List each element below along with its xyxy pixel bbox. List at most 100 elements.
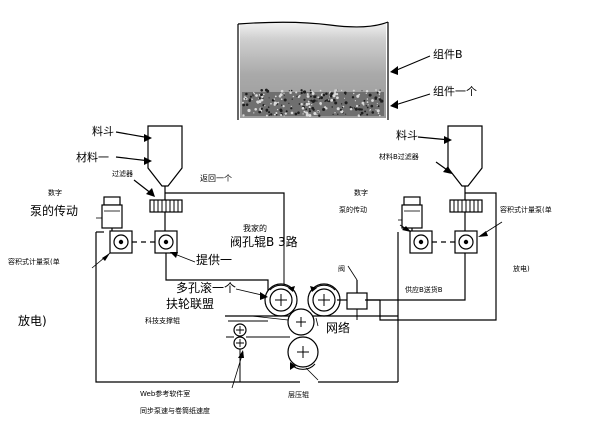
speckle	[300, 103, 303, 105]
material-b-filter-label: 材料B过滤器	[379, 153, 419, 161]
hopper-left-arrow	[144, 134, 152, 142]
speckle	[289, 91, 292, 94]
speckle	[333, 90, 337, 94]
speckle	[276, 108, 279, 111]
speckle	[335, 89, 338, 92]
speckle	[309, 89, 312, 91]
speckle	[370, 104, 374, 108]
speckle	[318, 97, 321, 100]
speckle	[292, 95, 295, 98]
speckle	[319, 89, 322, 92]
speckle	[279, 109, 283, 113]
speckle	[377, 105, 380, 108]
speckle	[341, 106, 344, 109]
speckle	[301, 106, 305, 110]
material-left-arrow	[144, 157, 152, 165]
speckle	[356, 94, 360, 98]
speckle	[334, 111, 336, 114]
left-filter-slats	[153, 200, 179, 212]
speckle	[303, 98, 306, 101]
speckle	[313, 95, 317, 99]
speckle	[306, 93, 309, 96]
speckle	[268, 114, 271, 116]
speckle	[359, 113, 362, 116]
speckle	[313, 99, 316, 103]
speckle	[375, 109, 377, 111]
right-return-line	[465, 192, 497, 321]
speckle	[331, 106, 333, 108]
component-one-leader	[391, 93, 431, 107]
speckle	[317, 111, 319, 113]
speckle	[279, 93, 283, 97]
speckle	[253, 112, 255, 114]
speckle	[283, 92, 285, 94]
component-one-arrow	[390, 100, 398, 109]
speckle	[249, 98, 251, 100]
speckle	[295, 91, 298, 94]
speckle	[273, 98, 276, 100]
speckle	[260, 98, 264, 102]
speckle	[258, 99, 262, 104]
speckle	[303, 110, 306, 113]
support-roll-leader	[251, 315, 289, 321]
speckle	[360, 111, 364, 115]
speckle	[364, 110, 367, 113]
speckle	[245, 103, 249, 106]
return-line	[165, 192, 285, 244]
speckle	[304, 103, 306, 105]
speckle	[329, 93, 331, 95]
speckle	[365, 92, 367, 95]
speckle	[280, 89, 284, 93]
speckle	[275, 111, 278, 115]
speckle	[281, 104, 283, 106]
speckle	[340, 103, 343, 105]
left-motor-cap	[103, 196, 121, 206]
speckle	[379, 101, 381, 103]
speckle	[303, 90, 307, 94]
speckle	[308, 113, 312, 118]
speckle	[261, 95, 264, 98]
left-hopper	[147, 125, 183, 187]
speckle	[305, 108, 308, 111]
speckle	[251, 98, 253, 100]
speckle	[377, 112, 380, 114]
speckle	[369, 108, 371, 111]
right-hopper	[447, 125, 483, 187]
speckle	[297, 95, 300, 99]
speckle	[343, 97, 346, 99]
metering-pump-left-label: 容积式计量泵(单	[8, 258, 60, 266]
speckle	[294, 112, 298, 116]
speckle	[317, 96, 320, 99]
speckle	[290, 107, 293, 110]
speckle	[342, 105, 345, 108]
speckle	[297, 111, 300, 114]
right-feed-assembly	[397, 125, 503, 321]
speckle	[322, 108, 326, 111]
roll-stack	[225, 244, 398, 389]
speckle	[271, 98, 275, 102]
speckle	[252, 93, 254, 95]
speckle	[264, 88, 268, 92]
speckle	[332, 98, 336, 102]
speckle	[366, 113, 369, 116]
speckle	[283, 115, 285, 117]
speckle	[332, 113, 334, 115]
speckle	[376, 91, 379, 94]
speckle	[313, 111, 317, 116]
speckle	[288, 102, 290, 104]
speckle	[376, 102, 378, 104]
speckle	[277, 102, 279, 104]
speckle	[291, 98, 293, 100]
lamination-leader	[305, 367, 319, 381]
digits-right-label: 数字	[354, 189, 368, 197]
speckle	[298, 103, 301, 105]
speckle	[243, 97, 246, 101]
speckle	[262, 104, 265, 107]
speckle	[366, 101, 369, 103]
speckle	[309, 100, 311, 102]
material-one-label: 材料一	[76, 151, 109, 164]
speckle	[282, 105, 285, 108]
component-one-label: 组件一个	[433, 85, 477, 98]
return-one-label: 返回一个	[200, 174, 232, 183]
speckle	[371, 99, 374, 102]
